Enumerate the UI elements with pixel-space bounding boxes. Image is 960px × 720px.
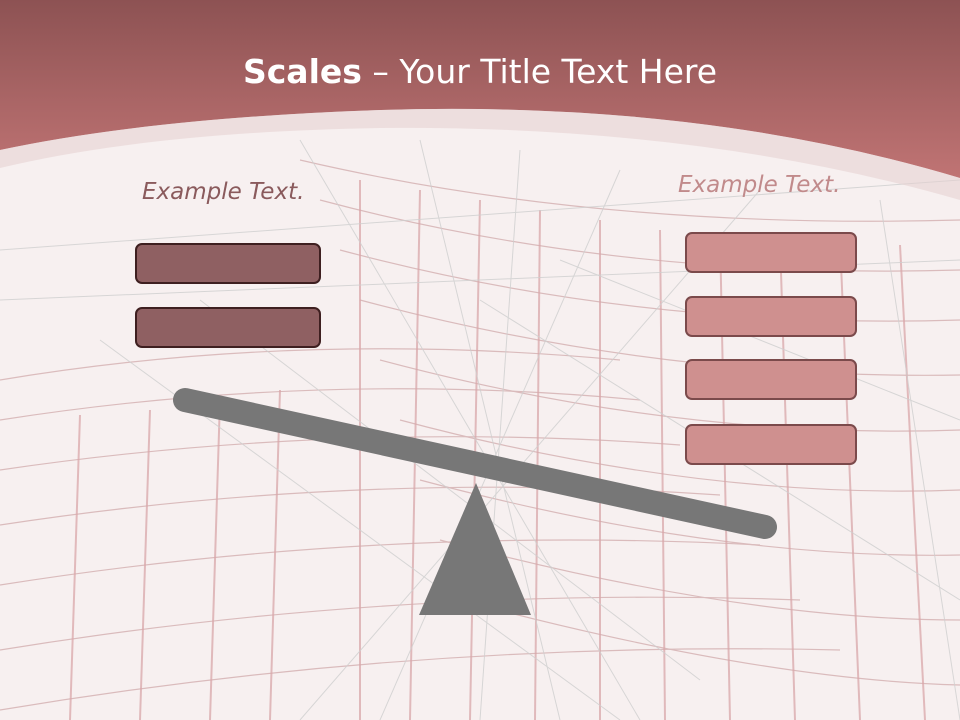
right-example-label: Example Text. (678, 172, 841, 198)
right-box-1 (685, 232, 857, 273)
right-box-4 (685, 424, 857, 465)
title-bold-text: Scales (242, 52, 362, 91)
left-example-label: Example Text. (142, 179, 305, 205)
scale-beam (173, 388, 777, 539)
right-box-2 (685, 296, 857, 337)
title-rest-text: – Your Title Text Here (361, 52, 718, 91)
scale-fulcrum (419, 483, 531, 615)
left-box-2 (135, 307, 321, 348)
left-box-1 (135, 243, 321, 284)
slide-title: Scales – Your Title Text Here (0, 52, 960, 91)
right-box-3 (685, 359, 857, 400)
